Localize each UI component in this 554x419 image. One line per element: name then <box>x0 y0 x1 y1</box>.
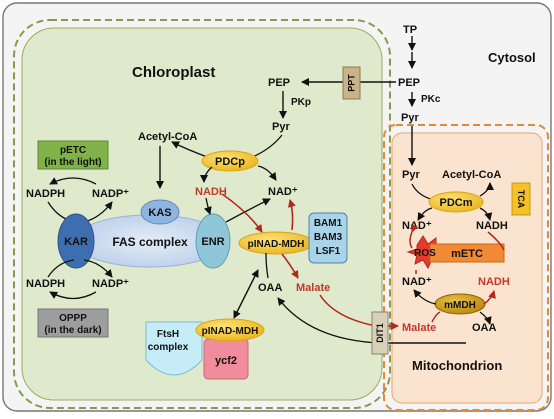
arrow-nad-to-pdcm <box>417 207 433 221</box>
metc-label: mETC <box>451 248 483 260</box>
lsf1-label: LSF1 <box>316 246 341 257</box>
ppt-label: PPT <box>347 74 357 92</box>
chloro-malate-label: Malate <box>296 282 330 294</box>
ftsh-sublabel: complex <box>148 342 189 353</box>
mito-nadh-label: NADH <box>476 220 508 232</box>
mito-nadh2-label: NADH <box>478 276 510 288</box>
bam1-label: BAM1 <box>314 218 343 229</box>
oppp-box <box>37 308 109 338</box>
double-arrow-complexes <box>233 269 259 319</box>
arrow-nadph-to-kar-bottom <box>47 259 75 278</box>
arrow-oaa-to-pinadmdh <box>265 252 269 279</box>
arrow-mmdh-to-nad <box>413 289 437 305</box>
oppp-sublabel: (in the dark) <box>44 325 101 336</box>
arrow-kar-to-nadp-bottom <box>83 259 113 278</box>
arrow-enr-to-nad <box>225 198 271 223</box>
ycf2-label: ycf2 <box>215 355 237 367</box>
fas-complex-label: FAS complex <box>112 235 188 249</box>
arrow-nad-to-pdcp <box>257 165 277 181</box>
arrow-metc-to-nad <box>409 224 419 249</box>
chloro-oaa-label: OAA <box>258 282 283 294</box>
mmdh-label: mMDH <box>444 300 476 311</box>
chloroplast-outer-envelope <box>13 19 391 409</box>
bam3-label: BAM3 <box>314 232 343 243</box>
arrow-nadh-to-enr <box>203 197 212 215</box>
arrow-mmdh-to-nadh <box>483 290 496 305</box>
arrow-pinadmdh-to-malate <box>281 253 299 279</box>
nadp-top-label: NADP⁺ <box>92 188 129 200</box>
dit1-transporter <box>371 311 389 355</box>
arrow-malate-to-dit1 <box>319 294 377 327</box>
chloro-pep-label: PEP <box>268 77 290 89</box>
mitochondrion-label: Mitochondrion <box>412 358 502 373</box>
arrow-nadp-to-nadph-bottom <box>49 291 97 300</box>
pdcm-enzyme <box>428 191 484 213</box>
cytosol-tp-label: TP <box>403 24 417 36</box>
ros-label: ROS <box>414 248 436 259</box>
cytosol-label: Cytosol <box>488 50 536 65</box>
tca-label: TCA <box>516 190 526 209</box>
pinad-mdh-label: pINAD-MDH <box>248 239 305 250</box>
mito-pyr-label: Pyr <box>402 169 420 181</box>
arrow-nadh-to-metc <box>487 231 505 251</box>
enr-enzyme <box>195 213 231 269</box>
mito-malate-label: Malate <box>402 322 436 334</box>
mito-nad-label: NAD⁺ <box>402 220 432 232</box>
kar-enzyme <box>57 213 95 269</box>
pinad-mdh-bottom-label: pINAD-MDH <box>202 326 259 337</box>
arrow-pinadmdh-to-nad <box>288 199 296 231</box>
kas-enzyme <box>140 199 180 225</box>
mito-acetylcoa-label: Acetyl-CoA <box>442 169 501 181</box>
enr-label: ENR <box>201 236 224 248</box>
ftsh-complex <box>145 321 203 376</box>
oppp-label: OPPP <box>59 313 87 324</box>
arrow-nadp-to-nadph-top <box>49 177 97 185</box>
arrow-pdcm-to-nadh <box>479 207 493 221</box>
pdcp-enzyme <box>201 150 259 172</box>
metc-bar <box>429 243 505 263</box>
chloroplast-label: Chloroplast <box>132 64 215 81</box>
arrow-pdcm-to-acetylcoa <box>479 182 494 197</box>
chloroplast-compartment <box>21 27 383 401</box>
arrow-mmdh-to-oaa <box>479 311 492 325</box>
pinad-mdh-bottom-enzyme <box>195 318 265 342</box>
kas-label: KAS <box>148 207 171 219</box>
cytosol-pyr-label: Pyr <box>401 112 419 124</box>
mito-nad2-label: NAD⁺ <box>402 276 432 288</box>
chloro-pyr-label: Pyr <box>272 121 290 133</box>
arrow-nadh-to-pinadmdh <box>221 193 263 233</box>
petc-box <box>37 140 109 170</box>
nadp-bottom-label: NADP⁺ <box>92 278 129 290</box>
ppt-transporter <box>342 66 361 100</box>
bam-lsf-box <box>308 212 348 264</box>
petc-sublabel: (in the light) <box>44 157 101 168</box>
kar-label: KAR <box>64 236 88 248</box>
cytosol-pkc-label: PKc <box>421 94 441 105</box>
mito-oaa-label: OAA <box>472 322 497 334</box>
arrow-pdcp-to-nadh <box>200 166 213 183</box>
pdcm-label: PDCm <box>439 197 472 209</box>
nadph-bottom-label: NADPH <box>26 278 65 290</box>
chloro-nad-label: NAD⁺ <box>268 186 298 198</box>
chloro-acetylcoa-label: Acetyl-CoA <box>138 131 197 143</box>
petc-label: pETC <box>60 145 86 156</box>
pdcp-label: PDCp <box>215 156 245 168</box>
dit1-label: DIT1 <box>375 323 385 343</box>
arrow-malate-to-mmdh <box>431 311 441 323</box>
tca-box <box>511 182 531 216</box>
chloro-pkp-label: PKp <box>291 97 311 108</box>
nadph-top-label: NADPH <box>26 188 65 200</box>
mitochondrion-outer-membrane <box>383 124 549 411</box>
ftsh-label: FtsH <box>157 329 179 340</box>
chloro-nadh-label: NADH <box>195 186 227 198</box>
cytosol-pep-label: PEP <box>398 77 420 89</box>
